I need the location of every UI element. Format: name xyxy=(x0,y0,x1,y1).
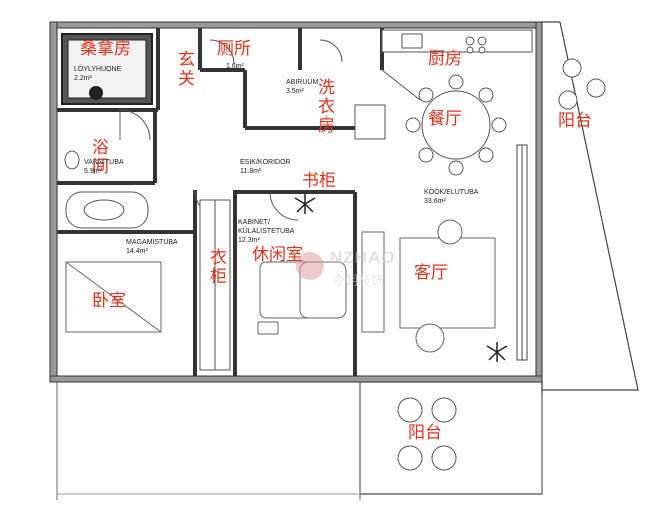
living-sofa xyxy=(361,219,496,353)
fi-toilet-area: 1.6m² xyxy=(226,63,244,70)
fi-sauna-name: LÖYLYHUONE xyxy=(74,66,122,73)
balcony-chairs xyxy=(397,58,606,471)
label-toilet: 厕所 xyxy=(217,39,251,59)
label-sauna: 桑拿房 xyxy=(80,39,131,59)
fi-label-toilet: 1.6m² xyxy=(226,62,244,71)
watermark-sub: 今朝装饰 xyxy=(332,274,385,289)
label-kitchen: 厨房 xyxy=(428,49,462,69)
fi-label-sauna: LÖYLYHUONE 2.2m² xyxy=(74,65,121,83)
label-bath: 浴间 xyxy=(88,138,108,176)
fi-study-area: 12.3m² xyxy=(238,237,260,244)
fi-bedroom-area: 14.4m² xyxy=(126,248,148,255)
watermark-name: NZHAO xyxy=(330,248,396,267)
label-laundry: 洗衣房 xyxy=(314,78,334,135)
dining-table xyxy=(405,74,507,176)
fi-label-study: KABINET/ KÜLALISTETUBA 12.3m² xyxy=(238,218,308,245)
fi-laundry-area: 3.5m² xyxy=(286,88,304,95)
balcony-south-outline xyxy=(359,381,543,495)
fi-kitchen-living-name: KÖÖK/ELUTUBA xyxy=(424,189,479,196)
label-bedroom: 卧室 xyxy=(92,291,126,311)
fi-sauna-area: 2.2m² xyxy=(74,75,92,82)
fi-study-name: KABINET/ KÜLALISTETUBA xyxy=(238,219,295,235)
fi-vannituba-name: VANNITUBA xyxy=(84,159,124,166)
fi-corridor-area: 11.8m² xyxy=(240,168,262,175)
wardrobe-block xyxy=(199,199,231,371)
bath-fixtures xyxy=(64,150,149,229)
fi-vannituba-area: 5.9m² xyxy=(84,168,102,175)
watermark-mark-icon xyxy=(296,252,324,280)
fi-label-vannituba: VANNITUBA 5.9m² xyxy=(84,158,124,176)
kitchen-counter xyxy=(354,29,533,140)
fi-corridor-name: ESIK/KORIDOR xyxy=(240,159,291,166)
label-bookshelf: 书柜 xyxy=(302,171,336,191)
interior-walls xyxy=(57,28,384,376)
fi-label-kitchen-living: KÖÖK/ELUTUBA 33.6m² xyxy=(424,188,478,206)
outer-walls xyxy=(49,21,543,383)
fi-label-corridor: ESIK/KORIDOR 11.8m² xyxy=(240,158,291,176)
fi-label-laundry: ABIRUUM 3.5m² xyxy=(286,78,318,96)
east-window xyxy=(516,144,528,361)
fi-bedroom-name: MAGAMISTUBA xyxy=(126,239,178,246)
plant-icons xyxy=(294,194,508,362)
label-wardrobe: 衣柜 xyxy=(206,248,226,286)
label-balcony-east: 阳台 xyxy=(558,111,592,131)
label-dining: 餐厅 xyxy=(428,109,462,129)
label-lounge: 休闲室 xyxy=(252,245,303,265)
bedroom-bed xyxy=(65,261,162,333)
label-living: 客厅 xyxy=(414,263,448,283)
label-entry: 玄关 xyxy=(174,50,194,88)
fi-laundry-name: ABIRUUM xyxy=(286,79,319,86)
label-balcony-south: 阳台 xyxy=(408,423,442,443)
fi-label-bedroom: MAGAMISTUBA 14.4m² xyxy=(126,238,178,256)
watermark-logo: NZHAO 今朝装饰 xyxy=(296,246,446,290)
balcony-east-outline xyxy=(541,21,639,391)
fi-kitchen-living-area: 33.6m² xyxy=(424,198,446,205)
